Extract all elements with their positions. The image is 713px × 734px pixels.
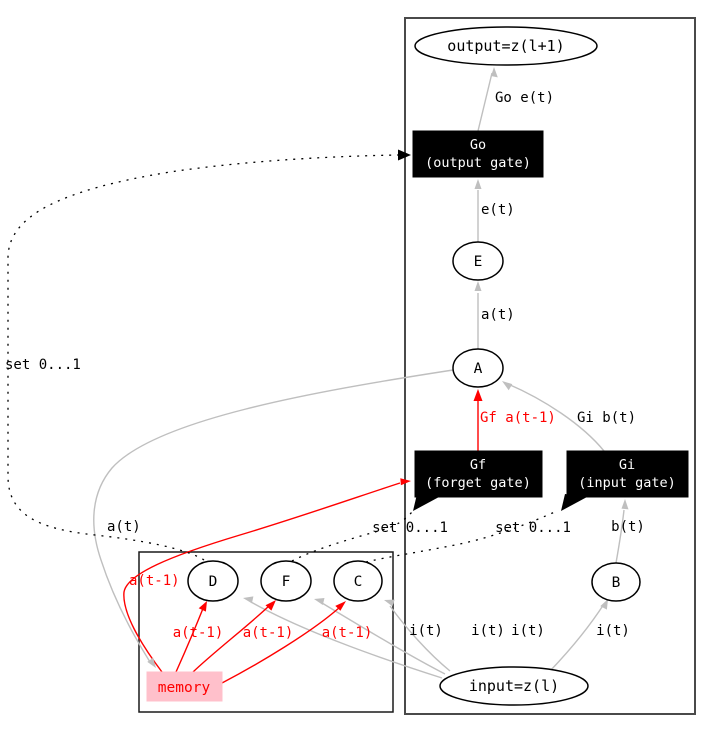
edge-c-to-gi-set — [365, 510, 558, 563]
node-b-label: B — [612, 575, 621, 591]
edge-label-input-to-c: i(t) — [511, 623, 545, 639]
arrowhead-input-to-c — [384, 599, 395, 607]
gate-gi — [566, 450, 689, 498]
arrowhead-input-to-f — [314, 598, 325, 605]
edge-label-memory-to-gf: a(t-1) — [129, 573, 180, 589]
node-f-label: F — [282, 574, 291, 590]
node-output — [414, 26, 598, 66]
edge-label-a-to-e: a(t) — [481, 307, 515, 323]
arrowhead-gf-to-a — [473, 389, 483, 401]
arrowhead-a-to-memory — [147, 657, 156, 668]
node-input-label: input=z(l) — [469, 677, 559, 695]
edge-memory-to-c — [221, 606, 341, 684]
edge-label-e-to-go: e(t) — [481, 202, 515, 218]
arrowhead-d-to-go-set — [398, 149, 411, 161]
edge-label-set-go: set 0...1 — [5, 357, 81, 373]
edge-memory-to-f — [192, 604, 271, 673]
edge-input-to-d — [250, 601, 443, 679]
gate-go-label-line1: Go — [470, 137, 486, 153]
node-c-label: C — [354, 574, 363, 590]
arrowhead-f-to-gf-set — [413, 494, 439, 511]
edge-label-gf-to-a: Gf a(t-1) — [480, 410, 556, 426]
gate-go-label-line2: (output gate) — [425, 155, 531, 171]
node-a — [452, 348, 504, 388]
arrowhead-a-to-e — [474, 281, 482, 291]
arrowhead-b-to-gi — [621, 499, 629, 510]
node-output-label: output=z(l+1) — [447, 37, 564, 55]
edge-input-to-c — [389, 605, 451, 672]
node-b — [591, 562, 641, 602]
node-e-label: E — [474, 254, 483, 270]
edge-label-b-to-gi: b(t) — [611, 519, 645, 535]
arrowhead-go-to-output — [491, 67, 498, 78]
edge-label-memory-to-c: a(t-1) — [322, 625, 373, 641]
arrowhead-memory-to-f — [265, 600, 276, 611]
edge-a-to-memory — [93, 369, 454, 663]
edge-label-go-to-output: Go e(t) — [495, 90, 554, 106]
node-d — [187, 560, 239, 602]
node-memory-label: memory — [158, 680, 211, 696]
edge-memory-to-gf — [123, 482, 401, 673]
memory-cluster-border — [138, 551, 394, 713]
arrowhead-c-to-gi-set — [561, 494, 587, 511]
arrowhead-input-to-d — [243, 596, 254, 604]
gate-gf — [414, 450, 543, 498]
edge-label-memory-to-d: a(t-1) — [173, 625, 224, 641]
edge-label-input-to-d: i(t) — [409, 623, 443, 639]
arrowhead-e-to-go — [474, 179, 482, 189]
edge-go-to-output — [477, 72, 493, 132]
edge-f-to-gf-set — [291, 511, 413, 562]
gate-go — [412, 130, 544, 178]
edge-label-a-to-memory: a(t) — [107, 519, 141, 535]
edge-label-input-to-b: i(t) — [596, 623, 630, 639]
node-input — [439, 666, 589, 706]
edge-input-to-b — [549, 603, 605, 672]
gate-gf-label-line1: Gf — [470, 457, 486, 473]
arrowhead-memory-to-d — [198, 601, 207, 612]
edge-memory-to-d — [175, 605, 205, 673]
edge-label-set-gi: set 0...1 — [495, 520, 571, 536]
edge-label-gi-to-a: Gi b(t) — [577, 410, 636, 426]
edge-gi-to-a — [507, 383, 605, 452]
edge-label-memory-to-f: a(t-1) — [243, 625, 294, 641]
gate-gf-label-line2: (forget gate) — [425, 475, 531, 491]
node-f — [260, 560, 312, 602]
edge-label-input-to-f: i(t) — [471, 623, 505, 639]
gate-gi-label-line2: (input gate) — [578, 475, 676, 491]
arrowhead-gi-to-a — [502, 381, 513, 391]
lstm-block-border — [404, 17, 696, 715]
arrowhead-memory-to-c — [335, 601, 346, 611]
node-e — [452, 241, 504, 281]
arrowhead-input-to-b — [600, 599, 608, 610]
edge-label-set-gf: set 0...1 — [372, 520, 448, 536]
gate-gi-label-line1: Gi — [619, 457, 635, 473]
node-d-label: D — [209, 574, 218, 590]
arrowhead-memory-to-gf — [400, 478, 411, 486]
node-memory — [146, 671, 223, 702]
node-c — [333, 560, 383, 602]
node-a-label: A — [474, 361, 483, 377]
edge-b-to-gi — [615, 509, 625, 564]
